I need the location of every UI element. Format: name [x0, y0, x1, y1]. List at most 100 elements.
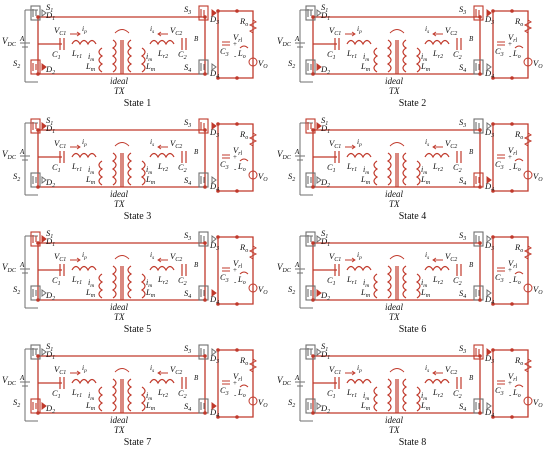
load-resistor [523, 358, 533, 373]
node-dots [36, 235, 239, 306]
svg-text:C3: C3 [220, 159, 229, 171]
svg-text:ip: ip [82, 137, 87, 148]
load-inductor [239, 271, 254, 280]
svg-text:S1: S1 [46, 228, 53, 240]
dc-source [20, 348, 38, 422]
ideal-transformer [386, 142, 408, 187]
svg-text:Lo: Lo [237, 48, 246, 60]
switch-s3 [198, 231, 217, 247]
svg-text:C3: C3 [495, 46, 504, 58]
svg-text:Lr1: Lr1 [71, 274, 82, 286]
svg-text:is: is [150, 137, 154, 148]
svg-text:im: im [421, 391, 427, 402]
dc-source [20, 122, 38, 196]
svg-text:D3: D3 [209, 240, 219, 252]
load-inductor [514, 158, 529, 167]
load-inductor [239, 158, 254, 167]
svg-text:D4: D4 [209, 294, 219, 306]
inductor-lr2 [149, 152, 175, 159]
svg-text:TX: TX [389, 199, 400, 209]
switch-s1 [30, 5, 47, 21]
svg-text:S3: S3 [459, 117, 466, 129]
state-label: State 1 [123, 98, 152, 109]
svg-text:C3: C3 [220, 272, 229, 284]
svg-text:-: - [234, 52, 237, 60]
svg-text:A: A [19, 261, 25, 269]
svg-text:VC1: VC1 [329, 138, 341, 150]
svg-text:D3: D3 [484, 14, 494, 26]
current-arrows [70, 31, 168, 37]
svg-text:ip: ip [82, 250, 87, 261]
svg-text:Lr1: Lr1 [346, 387, 357, 399]
svg-text:D4: D4 [484, 294, 494, 306]
svg-text:Lr1: Lr1 [346, 48, 357, 60]
svg-text:S2: S2 [288, 171, 295, 183]
load-resistor [523, 132, 533, 147]
circuit-diagram: VDC A S1 D1 S2 D2 VC1 C1 ip Lr1 im Lm id… [2, 228, 268, 322]
inductor-lr1 [71, 378, 97, 385]
state-panel-6: VDC A S1 D1 S2 D2 VC1 C1 ip Lr1 im Lm id… [275, 226, 550, 339]
svg-text:Ro: Ro [514, 129, 523, 141]
switch-s3 [198, 5, 217, 21]
load-inductor [239, 384, 254, 393]
svg-text:is: is [425, 250, 429, 261]
svg-text:ideal: ideal [110, 76, 128, 86]
svg-text:VDC: VDC [2, 36, 17, 48]
node-dots [36, 348, 239, 419]
svg-text:Lr1: Lr1 [346, 161, 357, 173]
capacitor-c1 [334, 264, 340, 276]
switch-s3 [473, 344, 492, 360]
svg-text:+: + [508, 266, 512, 274]
inductor-lr2 [424, 265, 450, 272]
svg-text:S2: S2 [13, 171, 20, 183]
svg-text:D1: D1 [45, 123, 55, 135]
svg-text:im: im [421, 278, 427, 289]
svg-text:S2: S2 [288, 397, 295, 409]
load-inductor [514, 45, 529, 54]
svg-text:A: A [19, 148, 25, 156]
svg-text:Lr1: Lr1 [346, 274, 357, 286]
svg-text:VC2: VC2 [170, 25, 182, 37]
switch-s1 [305, 5, 322, 21]
svg-text:Lo: Lo [512, 48, 521, 60]
svg-text:Lm: Lm [145, 287, 156, 299]
svg-text:Ro: Ro [239, 129, 248, 141]
svg-text:VO: VO [258, 397, 268, 409]
node-dots [311, 348, 514, 419]
state-panel-4: VDC A S1 D1 S2 D2 VC1 C1 ip Lr1 im Lm id… [275, 113, 550, 226]
svg-text:S1: S1 [321, 115, 328, 127]
svg-text:S1: S1 [321, 341, 328, 353]
svg-text:D3: D3 [209, 127, 219, 139]
svg-text:im: im [146, 52, 152, 63]
svg-text:Lo: Lo [512, 161, 521, 173]
inductor-lm2 [415, 273, 421, 299]
svg-text:D1: D1 [320, 349, 330, 361]
inductor-lr2 [424, 39, 450, 46]
node-dots [311, 122, 514, 193]
svg-text:C2: C2 [178, 275, 187, 287]
capacitor-c3 [222, 267, 230, 272]
svg-text:-: - [509, 52, 512, 60]
svg-text:D3: D3 [484, 127, 494, 139]
inductor-lr1 [346, 39, 372, 46]
svg-text:D4: D4 [209, 407, 219, 419]
svg-text:S3: S3 [459, 4, 466, 16]
inductor-lm2 [415, 160, 421, 186]
svg-text:Ro: Ro [239, 242, 248, 254]
svg-text:S1: S1 [321, 2, 328, 14]
dc-source [295, 235, 313, 309]
svg-text:S2: S2 [13, 397, 20, 409]
svg-text:+: + [508, 153, 512, 161]
svg-text:VDC: VDC [2, 262, 17, 274]
svg-text:C1: C1 [327, 275, 336, 287]
svg-text:D2: D2 [320, 290, 330, 302]
switch-s3 [473, 118, 492, 134]
node-dots [36, 9, 239, 80]
switch-s2 [30, 285, 47, 301]
svg-text:D2: D2 [320, 177, 330, 189]
svg-text:Lm: Lm [420, 400, 431, 412]
svg-text:S4: S4 [184, 288, 191, 300]
svg-text:Lo: Lo [237, 161, 246, 173]
inductor-lr1 [71, 265, 97, 272]
capacitor-c3 [497, 267, 505, 272]
